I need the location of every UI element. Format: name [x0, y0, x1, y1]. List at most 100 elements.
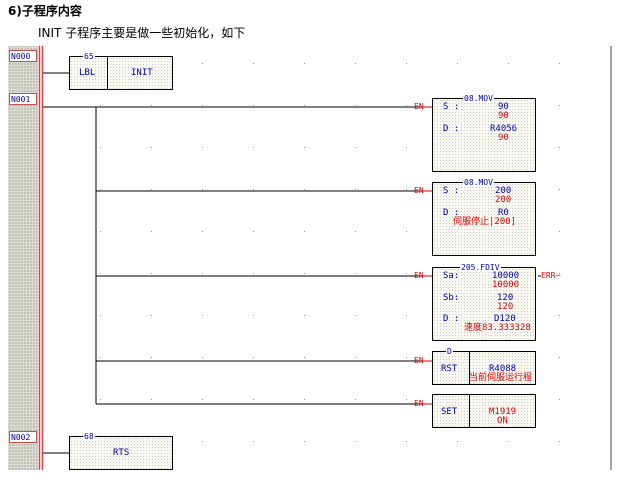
grid-dot: [253, 189, 254, 190]
mov2-instruction-block[interactable]: [432, 182, 536, 256]
grid-dot: [457, 441, 458, 442]
grid-dot: [406, 399, 407, 400]
mov1-title: 08.MOV: [463, 94, 494, 103]
grid-dot: [151, 399, 152, 400]
set-divider: [469, 395, 470, 427]
fdiv-sa-value: 10000: [492, 271, 520, 281]
grid-dot: [508, 441, 509, 442]
rung-label-n000[interactable]: N000: [9, 50, 37, 62]
set-state: ON: [497, 416, 508, 426]
grid-dot: [100, 231, 101, 232]
grid-dot: [406, 189, 407, 190]
grid-dot: [304, 189, 305, 190]
grid-dot: [304, 273, 305, 274]
left-rail-gutter: [8, 46, 38, 470]
grid-dot: [253, 273, 254, 274]
grid-dot: [151, 189, 152, 190]
set-op: SET: [441, 407, 458, 417]
mov2-s-value: 200: [495, 186, 512, 196]
fdiv-instruction-block[interactable]: [432, 267, 536, 341]
grid-dot: [202, 147, 203, 148]
en-pin-mov2: EN: [414, 186, 424, 195]
fdiv-sa-label: Sa:: [443, 271, 460, 281]
grid-dot: [253, 399, 254, 400]
rst-comment: 当前伺服运行程: [469, 373, 533, 383]
grid-dot: [457, 63, 458, 64]
grid-dot: [202, 231, 203, 232]
grid-dot: [355, 399, 356, 400]
grid-dot: [406, 105, 407, 106]
grid-dot: [355, 315, 356, 316]
grid-dot: [100, 273, 101, 274]
grid-dot: [355, 441, 356, 442]
rung-label-n001[interactable]: N001: [9, 93, 37, 105]
set-instruction-block[interactable]: [432, 394, 536, 428]
wires: [43, 72, 541, 454]
lbl-instruction-block[interactable]: [69, 56, 173, 90]
grid-dot: [559, 441, 560, 442]
grid-dot: [151, 231, 152, 232]
grid-dot: [406, 357, 407, 358]
fdiv-sb-value: 120: [497, 293, 514, 303]
grid-dot: [559, 105, 560, 106]
err-label: ERR: [541, 271, 556, 280]
rung-label-n002[interactable]: N002: [9, 431, 37, 443]
fdiv-d-value: D120: [494, 314, 516, 324]
mov2-d-value: R0: [498, 208, 509, 218]
mov2-d-label: D :: [443, 208, 460, 218]
grid-dot: [202, 189, 203, 190]
grid-dot: [559, 357, 560, 358]
mov1-d-current: 90: [498, 133, 509, 143]
rst-divider: [469, 352, 470, 384]
lbl-step-number: 65: [83, 52, 95, 61]
fdiv-d-current: 速度83.333328: [464, 323, 531, 333]
grid-dot: [406, 441, 407, 442]
mov1-instruction-block[interactable]: [432, 98, 536, 172]
en-pin-fdiv: EN: [414, 271, 424, 280]
grid-dot: [559, 315, 560, 316]
grid-dot: [559, 273, 560, 274]
fdiv-sb-label: Sb:: [443, 293, 460, 303]
grid-dot: [202, 105, 203, 106]
grid-dot: [559, 147, 560, 148]
rst-title: D: [446, 347, 453, 356]
grid-dot: [100, 189, 101, 190]
grid-dot: [508, 63, 509, 64]
grid-dot: [304, 105, 305, 106]
section-heading: 6)子程序内容: [8, 4, 82, 18]
grid-dot: [151, 315, 152, 316]
mov2-s-label: S :: [443, 186, 460, 196]
grid-dot: [253, 105, 254, 106]
lbl-op: LBL: [79, 68, 96, 78]
rst-arg: R4088: [489, 364, 517, 374]
grid-dot: [202, 357, 203, 358]
mov1-s-current: 90: [498, 111, 509, 121]
grid-dot: [253, 147, 254, 148]
grid-dot: [202, 399, 203, 400]
grid-dot: [304, 441, 305, 442]
mov1-s-value: 90: [498, 102, 509, 112]
grid-dot: [253, 231, 254, 232]
grid-dot: [100, 105, 101, 106]
grid-dot: [100, 315, 101, 316]
grid-dot: [202, 441, 203, 442]
mov2-title: 08.MOV: [463, 178, 494, 187]
grid-dot: [559, 231, 560, 232]
grid-dot: [559, 399, 560, 400]
en-wires: [420, 106, 432, 405]
grid-dot: [406, 315, 407, 316]
rst-instruction-block[interactable]: [432, 351, 536, 385]
rts-instruction-block[interactable]: [69, 436, 173, 470]
grid-dot: [100, 357, 101, 358]
lbl-arg: INIT: [131, 68, 153, 78]
grid-dot: [406, 273, 407, 274]
grid-dot: [355, 105, 356, 106]
grid-dot: [100, 147, 101, 148]
grid-dot: [406, 63, 407, 64]
grid-dot: [355, 189, 356, 190]
rts-op: RTS: [113, 448, 130, 458]
lbl-divider: [107, 57, 108, 89]
grid-dot: [304, 399, 305, 400]
grid-dot: [253, 441, 254, 442]
